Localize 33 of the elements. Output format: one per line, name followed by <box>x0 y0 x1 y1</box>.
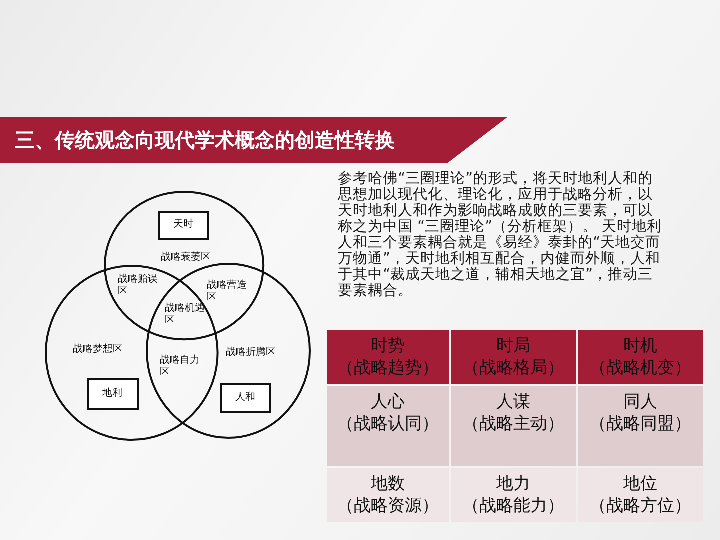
term-gloss: （战略格局） <box>462 357 564 379</box>
term-gloss: （战略能力） <box>462 495 564 517</box>
term-label: 时局 <box>496 335 530 357</box>
term-label: 地位 <box>624 473 658 495</box>
region-label: 战略营造区 <box>207 280 248 304</box>
term-label: 人谋 <box>496 391 530 413</box>
term-box <box>158 210 209 240</box>
venn-circle <box>104 190 265 340</box>
term-label: 人心 <box>371 391 405 413</box>
term-box <box>86 378 139 410</box>
region-label: 战略自力区 <box>160 355 201 379</box>
region-label: 战略贻误区 <box>118 274 159 298</box>
box-text: 地利 <box>102 388 123 400</box>
term-label: 地力 <box>496 473 530 495</box>
term-box <box>220 383 271 413</box>
box-text: 人和 <box>235 392 256 404</box>
slide-title: 三、传统观念向现代学术概念的创造性转换 <box>15 127 395 154</box>
description-text: 参考哈佛“三圈理论”的形式，将天时地利人和的思想加以现代化、理论化，应用于战略分析，以天时地利人和作为影响战略成败的三要素，可以称之为中国 “三圈理论”（分析框架）。 天时地利人和三个要素耦合就是《易经》泰卦的“天地交而万物通”，天时地利相互配合，内健而外顺，人和于其中“裁成天地之道，辅相天地之宜”，推动三要素耦合。 <box>338 171 664 299</box>
term-gloss: （战略同盟） <box>590 413 692 435</box>
term-gloss: （战略认同） <box>337 413 439 435</box>
term-gloss: （战略趋势） <box>337 357 439 379</box>
term-label: 同人 <box>624 391 658 413</box>
term-gloss: （战略资源） <box>337 495 439 517</box>
term-gloss: （战略机变） <box>590 357 692 379</box>
term-gloss: （战略方位） <box>590 495 692 517</box>
term-label: 时势 <box>371 335 405 357</box>
region-label: 战略衰萎区 <box>161 252 211 264</box>
term-gloss: （战略主动） <box>462 413 564 435</box>
box-text: 天时 <box>174 219 194 232</box>
region-label: 战略梦想区 <box>73 344 123 356</box>
term-label: 地数 <box>371 473 405 495</box>
term-label: 时机 <box>624 335 658 357</box>
region-label: 战略折腾区 <box>226 347 276 359</box>
